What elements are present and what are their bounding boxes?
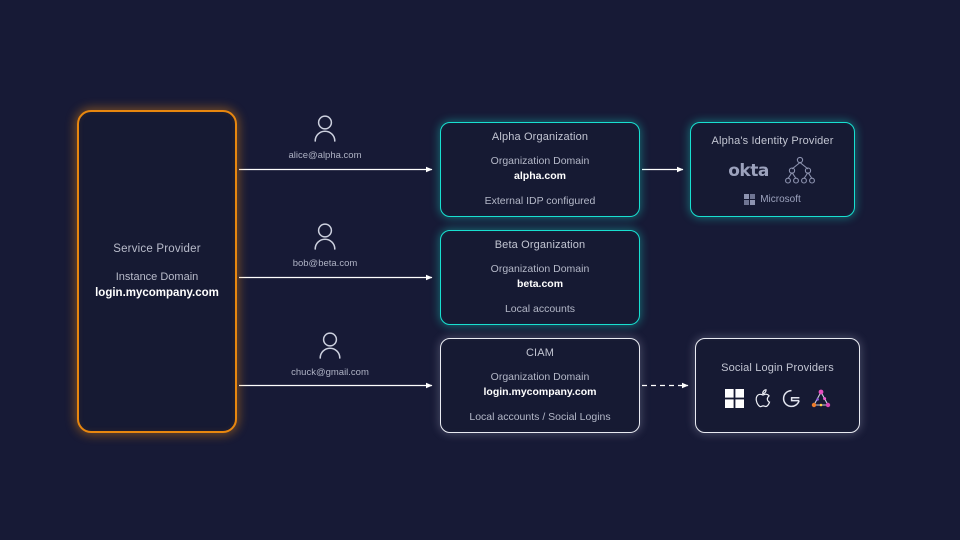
org-auth-mode: Local accounts [504,302,576,315]
identity-provider-title: Alpha's Identity Provider [711,134,834,147]
social-login-providers-title: Social Login Providers [721,362,834,374]
org-title: Alpha Organization [491,130,589,143]
google-logo [782,389,800,408]
identity-provider-logo-row: okta [728,156,817,186]
user-alice: alice@alpha.com [265,113,385,161]
org-domain-value: beta.com [516,277,564,290]
user-email-label: chuck@gmail.com [291,367,369,378]
org-domain-value: alpha.com [514,169,566,182]
user-icon [314,223,336,250]
org-auth-mode: External IDP configured [484,194,596,207]
org-title: Beta Organization [494,238,586,251]
okta-logo: okta [728,160,769,181]
identity-provider-box: Alpha's Identity Provider okta [690,122,855,217]
user-icon [319,332,341,359]
user-chuck: chuck@gmail.com [270,330,390,378]
org-title: CIAM [525,346,555,359]
user-email-label: alice@alpha.com [288,150,362,161]
service-provider-domain-label: Instance Domain [115,270,199,283]
social-login-providers-box: Social Login Providers [695,338,860,433]
social-login-icon-row [724,388,831,409]
user-bob: bob@beta.com [265,221,385,269]
alpha-organization-box: Alpha Organization Organization Domain a… [440,122,640,217]
org-domain-value: login.mycompany.com [483,385,597,398]
org-domain-label: Organization Domain [490,154,590,167]
ciam-organization-box: CIAM Organization Domain login.mycompany… [440,338,640,433]
multicolor-provider-logo [811,389,830,407]
ldap-directory-tree-icon [784,156,815,184]
microsoft-label: Microsoft [760,193,801,205]
service-provider-title: Service Provider [113,242,201,255]
microsoft-logo [744,193,756,205]
org-auth-mode: Local accounts / Social Logins [469,410,611,423]
user-email-label: bob@beta.com [292,258,358,269]
user-icon [314,115,336,142]
beta-organization-box: Beta Organization Organization Domain be… [440,230,640,325]
org-domain-label: Organization Domain [490,370,590,383]
microsoft-logo [724,389,744,408]
org-domain-label: Organization Domain [490,262,590,275]
service-provider-domain-value: login.mycompany.com [95,286,219,299]
apple-logo [755,389,770,408]
microsoft-logo-row: Microsoft [744,193,801,205]
service-provider-box: Service Provider Instance Domain login.m… [77,110,237,433]
